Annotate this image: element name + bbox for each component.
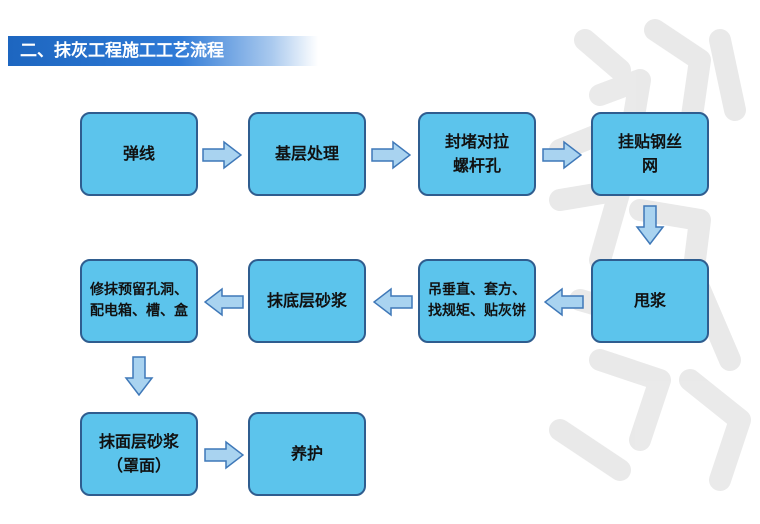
- step-seal-tie-holes: 封堵对拉螺杆孔: [418, 112, 536, 196]
- step-plumb-square: 吊垂直、套方、找规矩、贴灰饼: [418, 259, 536, 343]
- arrow-right-icon: [542, 140, 582, 170]
- step-throw-slurry: 甩浆: [591, 259, 709, 343]
- arrow-left-icon: [544, 287, 584, 317]
- step-repair-openings: 修抹预留孔洞、配电箱、槽、盒: [80, 259, 198, 343]
- arrow-left-icon: [204, 287, 244, 317]
- step-base-mortar: 抹底层砂浆: [248, 259, 366, 343]
- arrow-down-icon: [635, 205, 665, 245]
- arrow-down-icon: [124, 356, 154, 396]
- arrow-right-icon: [202, 140, 242, 170]
- step-tanxian: 弹线: [80, 112, 198, 196]
- arrow-right-icon: [371, 140, 411, 170]
- arrow-right-icon: [204, 440, 244, 470]
- step-curing: 养护: [248, 412, 366, 496]
- step-wire-mesh: 挂贴钢丝网: [591, 112, 709, 196]
- section-title-banner: 二、抹灰工程施工工艺流程: [8, 36, 318, 66]
- step-base-treatment: 基层处理: [248, 112, 366, 196]
- arrow-left-icon: [373, 287, 413, 317]
- section-title: 二、抹灰工程施工工艺流程: [20, 41, 224, 61]
- step-finish-mortar: 抹面层砂浆（罩面）: [80, 412, 198, 496]
